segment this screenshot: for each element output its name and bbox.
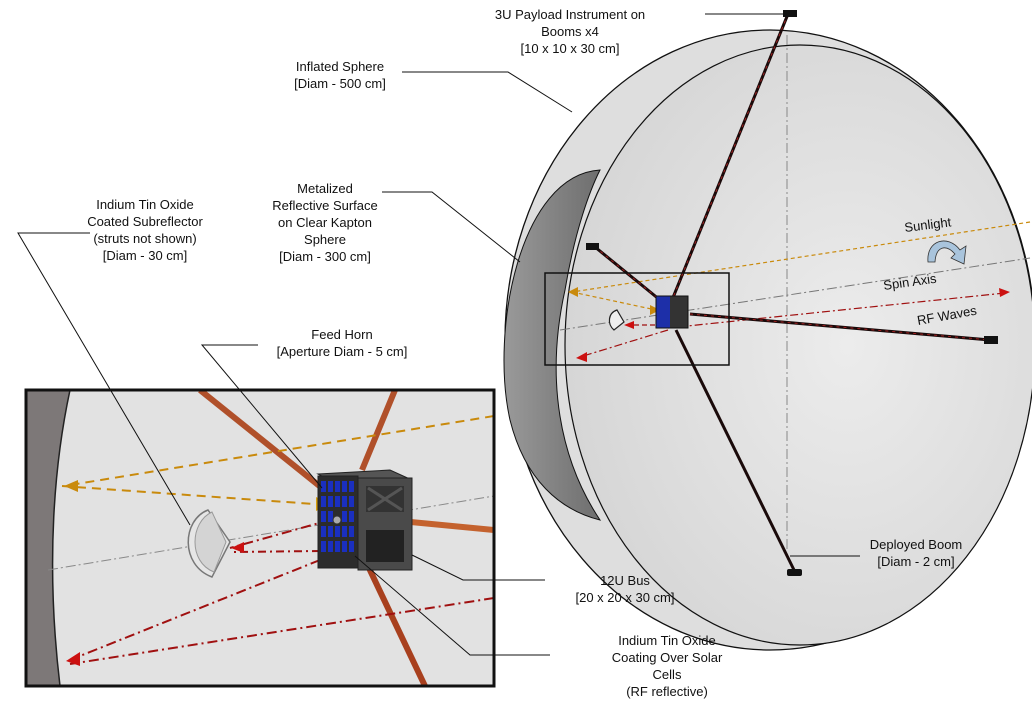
label-line: [Diam - 300 cm] (279, 249, 371, 264)
label-line: [20 x 20 x 30 cm] (575, 590, 675, 605)
payload-instrument-left (586, 243, 599, 250)
label-ito-coating: Indium Tin Oxide Coating Over Solar Cell… (592, 632, 742, 700)
label-line: Deployed Boom (869, 537, 963, 552)
label-line: 3U Payload Instrument on (494, 7, 646, 22)
spin-axis-label: Spin Axis (882, 271, 938, 293)
leader-lines (17, 13, 860, 656)
sunlight-ray (568, 221, 1031, 315)
label-subreflector: Indium Tin Oxide Coated Subreflector (st… (70, 196, 220, 264)
solar-cells (321, 481, 354, 552)
label-feed-horn: Feed Horn [Aperture Diam - 5 cm] (262, 326, 422, 360)
label-line: Cells (652, 667, 682, 682)
inset-frame (24, 388, 496, 688)
label-line: Metalized (297, 181, 353, 196)
label-line: [Aperture Diam - 5 cm] (276, 344, 408, 359)
payload-instrument-top (783, 10, 797, 17)
label-line: Reflective Surface (272, 198, 378, 213)
label-deployed-boom: Deployed Boom [Diam - 2 cm] (856, 536, 976, 570)
bus-main (655, 295, 689, 329)
label-line: 12U Bus (600, 573, 650, 588)
label-line: (RF reflective) (626, 684, 708, 699)
spin-axis-line (559, 257, 1031, 331)
reflector-sphere (564, 44, 1032, 646)
zoom-region-box (544, 272, 730, 366)
label-line: Inflated Sphere (295, 59, 385, 74)
label-line: Coated Subreflector (87, 214, 203, 229)
label-line: on Clear Kapton (278, 215, 372, 230)
label-line: Indium Tin Oxide (618, 633, 716, 648)
label-metalized-surface: Metalized Reflective Surface on Clear Ka… (255, 180, 395, 265)
subreflector-main (608, 309, 625, 331)
label-line: Booms x4 (541, 24, 599, 39)
label-12u-bus: 12U Bus [20 x 20 x 30 cm] (560, 572, 690, 606)
subreflector-inset (187, 509, 231, 578)
label-line: [Diam - 2 cm] (877, 554, 955, 569)
booms-main (594, 13, 991, 573)
label-line: (struts not shown) (93, 231, 197, 246)
label-line: Indium Tin Oxide (96, 197, 194, 212)
feed-horn (332, 515, 342, 525)
spin-arrow-icon (927, 240, 967, 265)
sunlight-label: Sunlight (904, 214, 953, 235)
metalized-reflector-shadow (503, 169, 602, 521)
label-line: Sphere (304, 232, 346, 247)
inset-detail-view (26, 390, 494, 686)
payload-instrument-bottom (787, 569, 802, 576)
label-line: [10 x 10 x 30 cm] (520, 41, 620, 56)
label-inflated-sphere: Inflated Sphere [Diam - 500 cm] (278, 58, 402, 92)
payload-instrument-right (984, 336, 998, 344)
label-payload-instrument: 3U Payload Instrument on Booms x4 [10 x … (470, 6, 670, 57)
label-line: [Diam - 500 cm] (294, 76, 386, 91)
label-line: Feed Horn (311, 327, 373, 342)
payload-instruments-main (586, 10, 998, 576)
label-line: [Diam - 30 cm] (102, 248, 188, 263)
label-line: Coating Over Solar (611, 650, 723, 665)
bus-inset (316, 469, 413, 571)
rf-waves-ray (576, 288, 1010, 362)
